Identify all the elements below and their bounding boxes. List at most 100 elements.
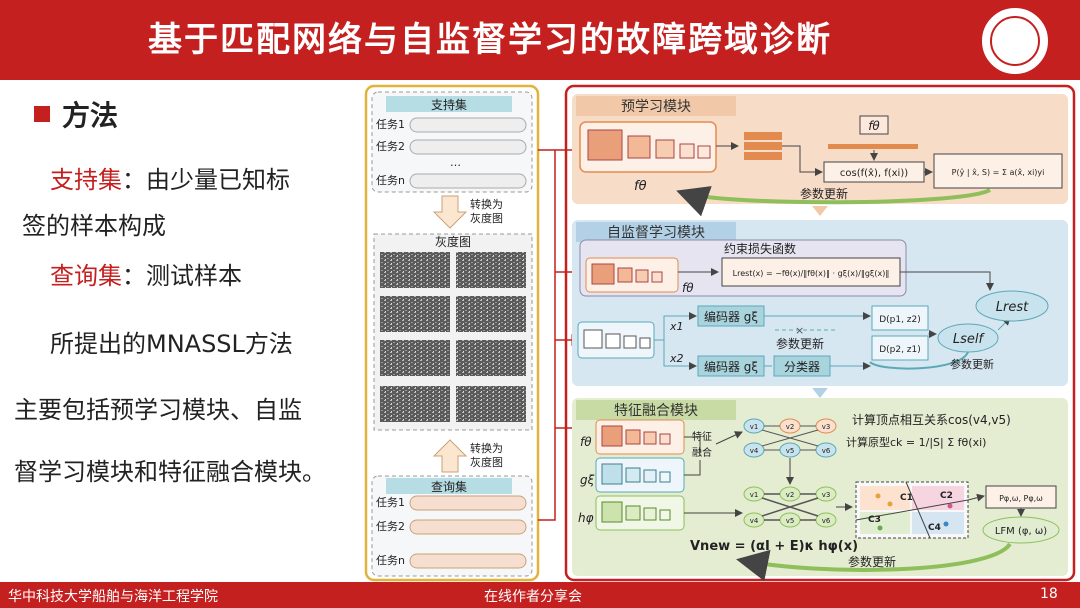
support-dots: … bbox=[450, 156, 461, 169]
cluster-region bbox=[860, 486, 910, 510]
distance-box-1 bbox=[871, 305, 929, 331]
probability-formula: P(ŷ | x̂, S) = Σ a(x̂, xi)yi bbox=[952, 167, 1045, 177]
feature-vector bbox=[744, 132, 782, 140]
modules-frame bbox=[564, 84, 1076, 582]
cnn-layer-icon bbox=[659, 471, 671, 483]
cnn-layer-icon bbox=[591, 263, 615, 285]
fusion-label-1: 特征 bbox=[692, 431, 712, 443]
seal-ring bbox=[990, 16, 1040, 66]
query-taskn-bar bbox=[409, 553, 527, 569]
support-line-2: 签的样本构成 bbox=[22, 212, 166, 240]
convert-label-3: 转换为 bbox=[470, 441, 503, 455]
fusion-label-2: 融合 bbox=[692, 446, 712, 459]
vertex-v5-b: v5 bbox=[786, 517, 795, 525]
ssl-param-update-2: 参数更新 bbox=[950, 357, 994, 371]
arrow bbox=[684, 460, 701, 476]
gray-image-label: 灰度图 bbox=[435, 234, 471, 249]
university-seal-icon bbox=[982, 8, 1048, 74]
gray-tile bbox=[380, 340, 450, 376]
gray-tile bbox=[456, 340, 526, 376]
distance-1: D(p1, z2) bbox=[879, 315, 921, 325]
vertex-v2: v2 bbox=[786, 423, 795, 431]
fusion-param-update: 参数更新 bbox=[848, 554, 896, 569]
ssl-module-header bbox=[576, 222, 736, 242]
arrow bbox=[782, 145, 823, 176]
arrow bbox=[967, 493, 985, 502]
cluster-region bbox=[912, 486, 964, 510]
cnn-layer-icon bbox=[587, 129, 623, 161]
cnn-layer-icon bbox=[617, 267, 633, 283]
sample-point bbox=[875, 493, 881, 499]
gray-tile bbox=[380, 252, 450, 288]
gray-tile bbox=[380, 296, 450, 332]
cluster-c1: C1 bbox=[900, 493, 913, 503]
cnn-layer-icon bbox=[651, 271, 663, 283]
task1-bar bbox=[409, 117, 527, 133]
page-number: 18 bbox=[1040, 586, 1058, 602]
ssl-param-update: 参数更新 bbox=[776, 336, 824, 351]
query-line: 查询集：测试样本 bbox=[50, 256, 242, 291]
fusion-g-xi: gξ bbox=[580, 473, 595, 487]
support-set-label: 支持集 bbox=[431, 97, 467, 112]
task2-bar bbox=[409, 139, 527, 155]
constraint-loss-label: 约束损失函数 bbox=[724, 241, 796, 256]
gray-tile bbox=[456, 252, 526, 288]
query-task2: 任务2 bbox=[376, 520, 405, 533]
update-arrow bbox=[736, 542, 1012, 582]
data-column-frame bbox=[364, 84, 540, 582]
cnn-layer-icon bbox=[643, 469, 657, 483]
distance-2: D(p2, z1) bbox=[879, 345, 921, 355]
arrow bbox=[654, 312, 697, 341]
cnn-layer-icon bbox=[627, 135, 651, 159]
arrow bbox=[715, 431, 743, 445]
cnn-layer-icon bbox=[679, 143, 695, 159]
query-task1: 任务1 bbox=[376, 496, 405, 509]
footer-school: 华中科技大学船舶与海洋工程学院 bbox=[8, 589, 218, 605]
ssl-f-theta: fθ bbox=[682, 281, 694, 295]
cnn-layer-icon bbox=[583, 329, 603, 349]
support-desc: ：由少量已知标 bbox=[122, 166, 290, 194]
cnn-layer-icon bbox=[623, 335, 637, 349]
sample-point bbox=[877, 525, 883, 531]
encoder-2-label: 编码器 gξ bbox=[704, 359, 758, 374]
text-panel: 方法 支持集：由少量已知标 签的样本构成 查询集：测试样本 所提出的MNASSL… bbox=[0, 80, 355, 580]
down-chevron-icon bbox=[812, 206, 828, 216]
cnn-layer-icon bbox=[659, 509, 671, 521]
cnn-layer-icon bbox=[655, 139, 675, 159]
cosine-formula: cos(f(x̂), f(xi)) bbox=[840, 167, 908, 179]
l-fm-label: LFM (φ, ω) bbox=[995, 526, 1047, 537]
v-new-formula: Vnew = (αI + E)κ hφ(x) bbox=[690, 539, 858, 554]
query-desc: ：测试样本 bbox=[122, 262, 242, 290]
sample-point bbox=[887, 501, 893, 507]
gray-tile bbox=[380, 386, 450, 422]
convert-label-4: 灰度图 bbox=[470, 455, 503, 469]
l-fm-node bbox=[982, 516, 1060, 544]
cnn-layer-icon bbox=[643, 431, 657, 445]
square-bullet-icon bbox=[34, 106, 50, 122]
arrow bbox=[663, 340, 697, 370]
down-chevron-icon bbox=[812, 388, 828, 398]
cnn-layer-icon bbox=[625, 467, 641, 483]
query-taskn: 任务n bbox=[376, 554, 405, 567]
query-feature-bar bbox=[828, 144, 918, 149]
method-line-2: 主要包括预学习模块、自监 bbox=[14, 396, 302, 424]
heading-text: 方法 bbox=[62, 99, 119, 132]
support-task1: 任务1 bbox=[376, 118, 405, 131]
vertex-v3-b: v3 bbox=[822, 491, 831, 499]
prototype-label: 计算原型ck = 1/|S| Σ fθ(xi) bbox=[846, 435, 986, 449]
page-title: 基于匹配网络与自监督学习的故障跨域诊断 bbox=[148, 20, 832, 60]
cnn-layer-icon bbox=[601, 425, 623, 447]
classifier-label: 分类器 bbox=[784, 360, 820, 374]
footer-bar: 华中科技大学船舶与海洋工程学院 在线作者分享会 18 bbox=[0, 582, 1080, 608]
lrest-formula: Lrest(x) = −fθ(x)/‖fθ(x)‖ · gξ(x)/‖gξ(x)… bbox=[733, 269, 890, 278]
connector-line bbox=[538, 149, 556, 521]
arrow bbox=[900, 271, 994, 291]
query-task2-bar bbox=[409, 519, 527, 535]
convert-label-2: 灰度图 bbox=[470, 211, 503, 225]
sample-point bbox=[943, 521, 949, 527]
feature-vector bbox=[744, 152, 782, 160]
vertex-v4-b: v4 bbox=[750, 517, 759, 525]
up-arrow-icon bbox=[432, 439, 468, 473]
query-set-label: 查询集 bbox=[431, 479, 467, 494]
